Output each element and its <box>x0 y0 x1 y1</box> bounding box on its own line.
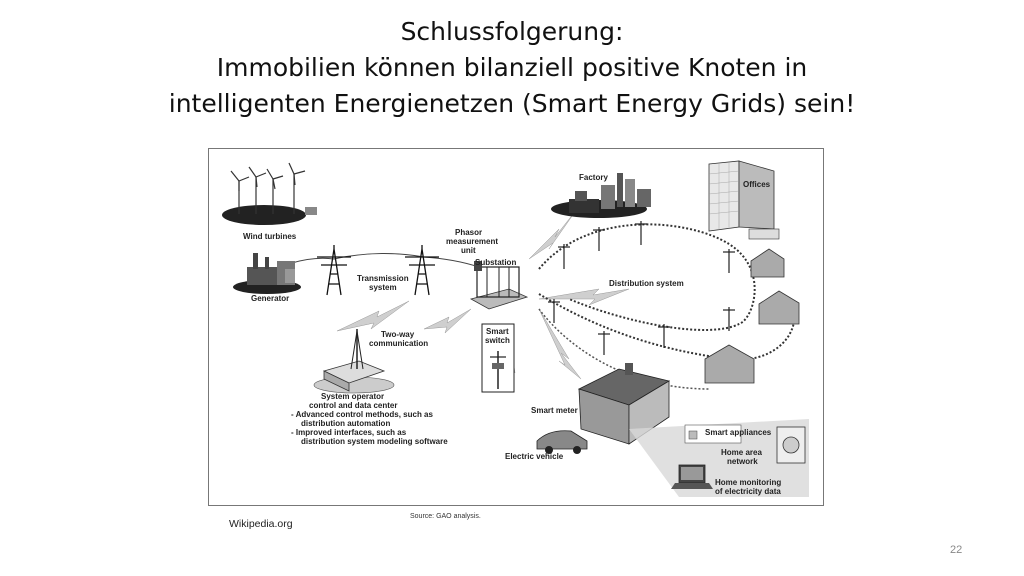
wind-turbines-group <box>222 162 317 225</box>
phasor-label-3: unit <box>461 246 476 255</box>
smart-home-house <box>577 363 809 497</box>
two-way-label-1: Two-way <box>381 330 415 339</box>
operator-label-4: distribution automation <box>301 419 390 428</box>
factory-icon <box>551 173 651 218</box>
transmission-label-1: Transmission <box>357 274 409 283</box>
wind-turbines-label: Wind turbines <box>243 232 297 241</box>
title-line-3: intelligenten Energienetzen (Smart Energ… <box>168 89 856 118</box>
control-center-icon <box>313 329 395 394</box>
smart-appliances-label: Smart appliances <box>705 428 772 437</box>
page-number: 22 <box>950 544 963 556</box>
distribution-label: Distribution system <box>609 279 684 288</box>
image-credit: Wikipedia.org <box>229 518 293 530</box>
generator-icon <box>233 253 301 294</box>
offices-label: Offices <box>743 180 771 189</box>
distribution-line-loop <box>538 223 756 331</box>
houses-right <box>704 248 800 384</box>
phasor-label-1: Phasor <box>455 228 482 237</box>
electric-vehicle-icon <box>536 430 588 454</box>
distribution-poles <box>548 221 735 355</box>
substation-label: Substation <box>475 258 516 267</box>
electric-vehicle-label: Electric vehicle <box>505 452 564 461</box>
figure-source: Source: GAO analysis. <box>410 513 481 520</box>
factory-label: Factory <box>579 173 608 182</box>
home-monitoring-label-2: of electricity data <box>715 487 781 496</box>
generator-label: Generator <box>251 294 289 303</box>
smart-meter-label: Smart meter <box>531 406 578 415</box>
home-monitoring-label-1: Home monitoring <box>715 478 781 487</box>
distribution-line-lower <box>538 293 796 361</box>
title-line-1: Schlussfolgerung: <box>400 17 624 46</box>
smart-switch-label-1: Smart <box>486 327 509 336</box>
han-label-1: Home area <box>721 448 762 457</box>
operator-label-3: - Advanced control methods, such as <box>291 410 434 419</box>
operator-label-2: control and data center <box>309 401 397 410</box>
operator-label-1: System operator <box>321 392 384 401</box>
operator-label-5: - Improved interfaces, such as <box>291 428 407 437</box>
substation-icon <box>469 261 529 310</box>
transmission-label-2: system <box>369 283 397 292</box>
transmission-towers <box>317 245 439 296</box>
smart-switch-label-2: switch <box>485 336 510 345</box>
han-label-2: network <box>727 457 758 466</box>
home-area-network-panel <box>671 424 806 489</box>
title-line-2: Immobilien können bilanziell positive Kn… <box>216 53 808 82</box>
phasor-label-2: measurement <box>446 237 498 246</box>
operator-label-6: distribution system modeling software <box>301 437 448 446</box>
slide-title: Schlussfolgerung: Immobilien können bila… <box>0 14 1024 122</box>
two-way-label-2: communication <box>369 339 428 348</box>
offices-icon <box>708 160 780 240</box>
communication-bolts <box>336 208 630 388</box>
smart-switch-icon <box>481 323 515 393</box>
smart-grid-diagram: Wind turbines Generator Transmission sys… <box>208 148 824 506</box>
